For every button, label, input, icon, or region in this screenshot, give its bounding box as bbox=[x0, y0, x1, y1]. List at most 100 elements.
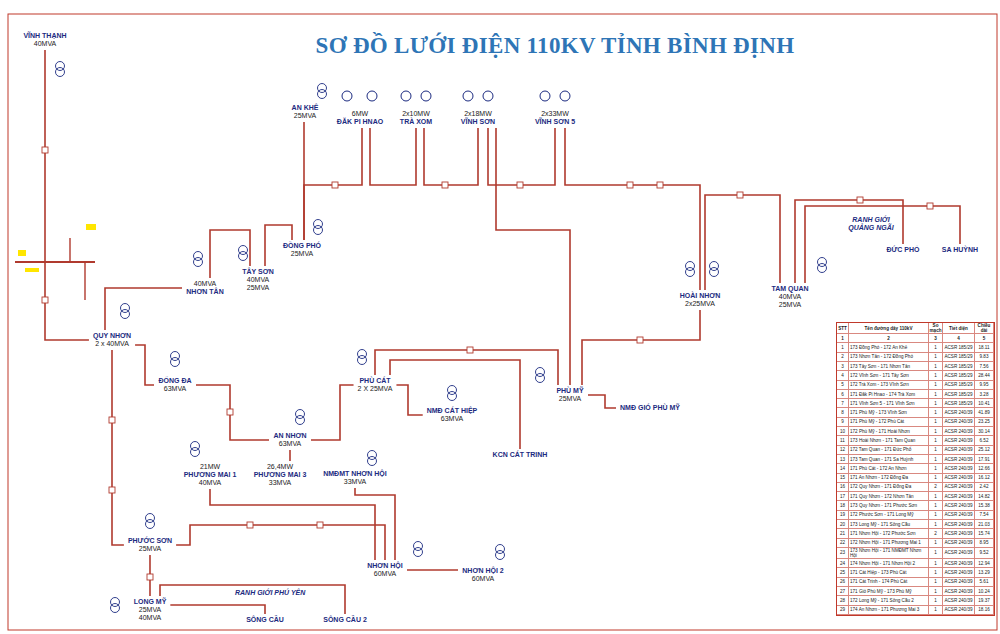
table-cell: 24 bbox=[837, 559, 849, 568]
power-line bbox=[424, 128, 478, 185]
table-cell: 2 bbox=[929, 483, 943, 492]
table-cell: 1 bbox=[929, 578, 943, 587]
table-cell: Số mạch bbox=[929, 323, 943, 334]
station-text: 25MVA bbox=[134, 606, 167, 614]
breaker-symbol bbox=[467, 347, 473, 353]
transformer-symbol bbox=[239, 252, 248, 261]
table-cell: 1 bbox=[929, 436, 943, 445]
table-cell: 171 Vĩnh Sơn 5 - 171 Vĩnh Sơn bbox=[849, 399, 929, 408]
substation-box: HOÀI NHƠN2x25MVA bbox=[676, 290, 725, 310]
transformer-symbol bbox=[358, 356, 367, 365]
breaker-symbol bbox=[317, 522, 323, 528]
power-line bbox=[407, 569, 459, 571]
substation-box: PHƯỚC SƠN25MVA bbox=[124, 535, 176, 555]
station-text: NHƠN HỘI 2 bbox=[462, 567, 503, 575]
substation-box: NMĐMT NHƠN HỘI33MVA bbox=[319, 468, 391, 488]
substation-box: AN NHƠN63MVA bbox=[269, 430, 310, 450]
table-cell: Tên đường dây 110kV bbox=[849, 323, 929, 334]
station-text: TÂY SƠN bbox=[242, 268, 274, 276]
station-text: 2x25MVA bbox=[680, 300, 721, 308]
table-cell: ACSR 240/39 bbox=[943, 427, 975, 436]
power-line bbox=[396, 385, 422, 415]
table-cell: ACSR 240/39 bbox=[943, 587, 975, 596]
station-text: 2 x 40MVA bbox=[93, 340, 131, 348]
table-cell: 1 bbox=[929, 606, 943, 615]
power-line bbox=[588, 395, 616, 408]
table-cell: 20 bbox=[837, 520, 849, 529]
station-text: ĐỨC PHỔ bbox=[886, 246, 919, 254]
table-cell: 174 An Nhơn - 171 Phương Mai 3 bbox=[849, 606, 929, 615]
table-cell: ACSR 240/39 bbox=[943, 492, 975, 501]
table-cell: 17 bbox=[837, 492, 849, 501]
station-text: 2x10MW bbox=[400, 110, 432, 118]
power-line bbox=[355, 488, 395, 560]
table-cell: ACSR 185/29 bbox=[943, 399, 975, 408]
station-text: NMĐ GIÓ PHÙ MỸ bbox=[620, 404, 680, 412]
table-cell: 172 Vĩnh Sơn - 171 Tây Sơn bbox=[849, 371, 929, 380]
substation-box: 26,4MWPHƯƠNG MAI 333MVA bbox=[250, 461, 311, 489]
station-text: 25MVA bbox=[292, 112, 319, 120]
station-text: PHÙ CÁT bbox=[358, 377, 393, 385]
station-text: 21MW bbox=[184, 463, 237, 471]
breaker-symbol bbox=[737, 192, 743, 198]
table-cell: 171 Cát Hiệp - 173 Phù Cát bbox=[849, 568, 929, 577]
substation-box: NMĐ GIÓ PHÙ MỸ bbox=[616, 402, 684, 414]
table-cell: ACSR 240/39 bbox=[943, 568, 975, 577]
table-cell: 1 bbox=[929, 511, 943, 520]
table-cell: 7.54 bbox=[975, 511, 994, 520]
table-cell: 171 Phù Mỹ - 172 Phù Cát bbox=[849, 418, 929, 427]
station-text: 2 X 25MVA bbox=[358, 385, 393, 393]
substation-box: SÔNG CẦU bbox=[242, 614, 288, 626]
table-cell: 21.03 bbox=[975, 520, 994, 529]
table-cell: 9.95 bbox=[975, 381, 994, 390]
station-text: 63MVA bbox=[158, 385, 191, 393]
table-cell: 173 Đồng Phó - 172 An Khê bbox=[849, 343, 929, 352]
station-text: 25MVA bbox=[771, 301, 808, 309]
table-cell: 10.24 bbox=[975, 587, 994, 596]
power-line bbox=[488, 128, 555, 185]
substation-box: TÂY SƠN40MVA25MVA bbox=[238, 266, 278, 294]
table-cell: 26 bbox=[837, 578, 849, 587]
transformer-symbol bbox=[194, 258, 203, 267]
substation-box: ĐỨC PHỔ bbox=[882, 244, 923, 256]
station-text: VĨNH THẠNH bbox=[23, 32, 66, 40]
power-line bbox=[210, 489, 375, 560]
breaker-symbol bbox=[857, 197, 863, 203]
table-cell: ACSR 240/39 bbox=[943, 520, 975, 529]
line-table: STTTên đường dây 110kVSố mạchTiết diệnCh… bbox=[836, 322, 995, 616]
substation-box: NMĐ CÁT HIỆP63MVA bbox=[423, 405, 482, 425]
station-text: 6MW bbox=[337, 110, 383, 118]
station-text: NHƠN TÂN bbox=[186, 288, 223, 296]
generator-symbol bbox=[367, 91, 377, 101]
table-cell: ACSR 240/39 bbox=[943, 474, 975, 483]
substation-box: AN KHÊ25MVA bbox=[288, 102, 323, 122]
power-line bbox=[390, 360, 520, 449]
breaker-symbol bbox=[332, 182, 338, 188]
table-cell: 1 bbox=[929, 381, 943, 390]
boundary-label: RANH GIỚI PHÚ YÊN bbox=[235, 589, 305, 597]
breaker-symbol bbox=[627, 182, 633, 188]
breaker-symbol bbox=[42, 147, 48, 153]
page-frame bbox=[8, 14, 997, 630]
power-line bbox=[112, 350, 124, 545]
table-cell: Tiết diện bbox=[943, 323, 975, 334]
transformer-symbol bbox=[318, 90, 327, 99]
table-cell: 172 Trà Xom - 173 Vĩnh Sơn bbox=[849, 381, 929, 390]
breaker-symbol bbox=[927, 203, 933, 209]
table-cell: 1 bbox=[929, 587, 943, 596]
table-cell: 18.11 bbox=[975, 343, 994, 352]
table-cell: ACSR 240/39 bbox=[943, 408, 975, 417]
table-cell: 4 bbox=[943, 334, 975, 343]
table-cell: ACSR 185/29 bbox=[943, 390, 975, 399]
table-cell: 13 bbox=[837, 455, 849, 464]
power-line bbox=[496, 128, 570, 385]
table-cell: Chiều dài bbox=[975, 323, 994, 334]
station-text: 33MVA bbox=[254, 479, 307, 487]
substation-box: 2x33MWVĨNH SƠN 5 bbox=[531, 108, 579, 128]
feeder-line bbox=[84, 262, 85, 300]
table-cell: ACSR 240/39 bbox=[943, 464, 975, 473]
substation-box: 2x18MWVĨNH SƠN bbox=[457, 108, 499, 128]
table-cell: 2 bbox=[837, 353, 849, 362]
highlight-mark bbox=[86, 224, 96, 230]
table-cell: 8 bbox=[837, 408, 849, 417]
